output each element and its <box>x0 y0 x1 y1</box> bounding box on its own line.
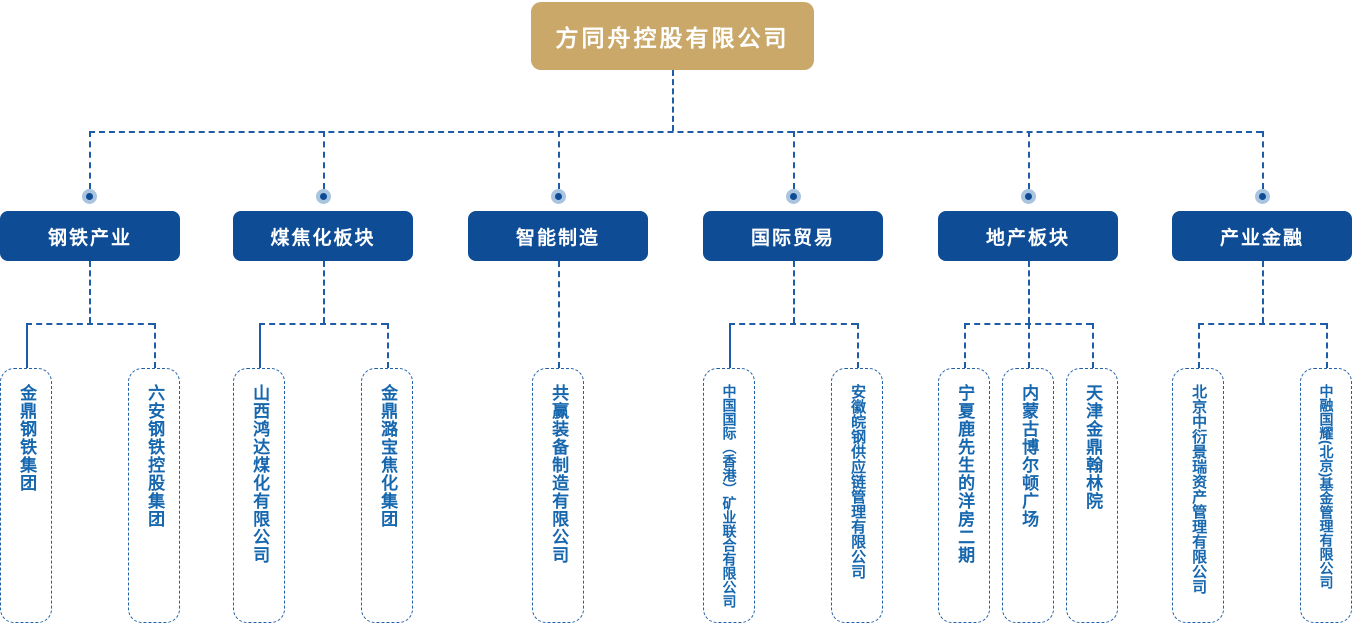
connector-drop-trade <box>793 131 795 189</box>
company-node: 共赢装备制造有限公司 <box>532 368 584 623</box>
sector-label: 地产板块 <box>985 227 1070 249</box>
connector-coal-child-2 <box>387 323 389 368</box>
company-name: 北京中衍景瑞资产管理有限公司 <box>1190 384 1208 594</box>
sector-node-industrial-finance: 产业金融 <box>1172 211 1352 261</box>
connector-drop-manufacturing <box>558 131 560 189</box>
branch-dot-core <box>320 193 327 200</box>
branch-dot <box>1021 189 1036 204</box>
company-name: 中融国耀(北京)基金管理有限公司 <box>1318 384 1335 590</box>
company-node: 天津金鼎翰林院 <box>1066 368 1118 623</box>
sector-label: 煤焦化板块 <box>270 227 376 249</box>
sector-label: 钢铁产业 <box>47 227 132 249</box>
connector-finance-child-1 <box>1198 323 1200 368</box>
connector-trade-child-2 <box>857 323 859 368</box>
sector-node-international-trade: 国际贸易 <box>703 211 883 261</box>
root-node-label: 方同舟控股有限公司 <box>555 25 790 51</box>
connector-drop-realestate <box>1028 131 1030 189</box>
branch-dot <box>786 189 801 204</box>
company-node: 宁夏鹿先生的洋房二期 <box>938 368 990 623</box>
company-name: 内蒙古博尔顿广场 <box>1019 384 1039 528</box>
connector-drop-finance <box>1262 131 1264 189</box>
sector-label: 产业金融 <box>1219 227 1304 249</box>
sector-label: 智能制造 <box>515 227 600 249</box>
company-name: 中国国际（香港）矿业联合有限公司 <box>721 384 738 608</box>
connector-steel-branch <box>26 323 154 325</box>
sector-node-smart-manufacturing: 智能制造 <box>468 211 648 261</box>
company-name: 安徽皖钢供应链管理有限公司 <box>849 384 867 579</box>
company-node: 中国国际（香港）矿业联合有限公司 <box>703 368 755 623</box>
connector-manufacturing-child-1 <box>558 261 560 368</box>
branch-dot-core <box>1025 193 1032 200</box>
sector-node-coal-coking: 煤焦化板块 <box>233 211 413 261</box>
company-name: 金鼎潞宝焦化集团 <box>378 384 398 528</box>
company-name: 山西鸿达煤化有限公司 <box>250 384 270 564</box>
branch-dot <box>82 189 97 204</box>
connector-coal-branch <box>259 323 387 325</box>
company-node: 内蒙古博尔顿广场 <box>1002 368 1054 623</box>
sector-node-real-estate: 地产板块 <box>938 211 1118 261</box>
connector-realestate-child-1 <box>964 323 966 368</box>
connector-realestate-down <box>1028 261 1030 323</box>
company-name: 金鼎钢铁集团 <box>17 384 37 492</box>
connector-realestate-child-3 <box>1092 323 1094 368</box>
root-node: 方同舟控股有限公司 <box>531 2 814 70</box>
branch-dot-core <box>790 193 797 200</box>
branch-dot <box>316 189 331 204</box>
connector-coal-down <box>323 261 325 323</box>
connector-steel-down <box>89 261 91 323</box>
connector-root-drop <box>672 70 674 131</box>
connector-drop-coal <box>323 131 325 189</box>
branch-dot-core <box>1259 193 1266 200</box>
connector-coal-child-1 <box>259 323 261 368</box>
company-node: 北京中衍景瑞资产管理有限公司 <box>1172 368 1224 623</box>
connector-finance-down <box>1262 261 1264 323</box>
company-node: 安徽皖钢供应链管理有限公司 <box>831 368 883 623</box>
company-node: 金鼎钢铁集团 <box>0 368 52 623</box>
connector-finance-branch <box>1198 323 1326 325</box>
branch-dot-core <box>555 193 562 200</box>
connector-steel-child-2 <box>154 323 156 368</box>
connector-drop-steel <box>89 131 91 189</box>
connector-trade-branch <box>729 323 857 325</box>
company-name: 天津金鼎翰林院 <box>1083 384 1103 510</box>
company-node: 山西鸿达煤化有限公司 <box>233 368 285 623</box>
connector-trade-down <box>793 261 795 323</box>
company-node: 中融国耀(北京)基金管理有限公司 <box>1300 368 1352 623</box>
branch-dot <box>1255 189 1270 204</box>
sector-label: 国际贸易 <box>750 227 835 249</box>
connector-steel-child-1 <box>26 323 28 368</box>
branch-dot <box>551 189 566 204</box>
connector-realestate-child-2 <box>1028 323 1030 368</box>
company-node: 六安钢铁控股集团 <box>128 368 180 623</box>
sector-node-steel: 钢铁产业 <box>0 211 180 261</box>
connector-main-rail <box>89 131 1262 133</box>
company-name: 共赢装备制造有限公司 <box>549 384 569 564</box>
company-name: 六安钢铁控股集团 <box>145 384 165 528</box>
connector-finance-child-2 <box>1326 323 1328 368</box>
company-node: 金鼎潞宝焦化集团 <box>361 368 413 623</box>
branch-dot-core <box>86 193 93 200</box>
connector-trade-child-1 <box>729 323 731 368</box>
company-name: 宁夏鹿先生的洋房二期 <box>955 384 975 564</box>
